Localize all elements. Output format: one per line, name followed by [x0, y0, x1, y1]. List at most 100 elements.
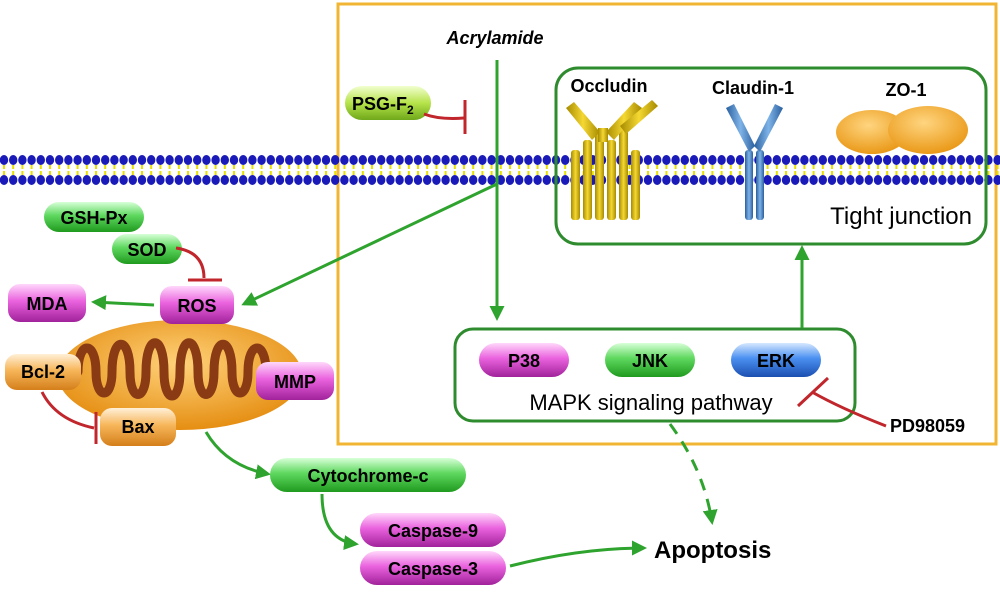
membrane-lipid-head — [662, 155, 671, 165]
membrane-lipid-head — [294, 155, 303, 165]
membrane-lipid-head — [708, 175, 717, 185]
mapk-label: MAPK signaling pathway — [529, 390, 772, 415]
membrane-lipid-head — [524, 175, 533, 185]
membrane-lipid-head — [846, 155, 855, 165]
membrane-lipid-head — [110, 155, 119, 165]
membrane-lipid-head — [450, 175, 459, 185]
membrane-lipid-head — [423, 155, 432, 165]
membrane-lipid-head — [331, 155, 340, 165]
tight-junction-box — [554, 66, 988, 246]
membrane-lipid-head — [818, 175, 827, 185]
membrane-lipid-head — [542, 175, 551, 185]
membrane-lipid-head — [91, 175, 101, 185]
membrane-lipid-head — [763, 175, 772, 185]
membrane-lipid-head — [147, 175, 156, 185]
membrane-lipid-head — [929, 175, 938, 185]
membrane-lipid-head — [699, 155, 708, 165]
membrane-lipid-head — [119, 155, 128, 165]
membrane-lipid-head — [266, 155, 275, 165]
membrane-lipid-head — [662, 175, 671, 185]
membrane-lipid-head — [524, 155, 533, 165]
membrane-lipid-head — [386, 155, 395, 165]
membrane-lipid-head — [827, 155, 837, 165]
membrane-lipid-head — [515, 175, 524, 185]
membrane-lipid-head — [248, 175, 257, 185]
membrane-lipid-head — [956, 175, 965, 185]
membrane-lipid-head — [257, 155, 266, 165]
membrane-lipid-head — [174, 155, 183, 165]
membrane-lipid-head — [128, 155, 137, 165]
mmp-label: MMP — [274, 372, 316, 392]
membrane-lipid-head — [956, 155, 965, 165]
membrane-lipid-head — [64, 155, 73, 165]
membrane-lipid-head — [708, 155, 717, 165]
membrane-lipid-head — [183, 175, 193, 185]
membrane-lipid-head — [404, 175, 413, 185]
membrane-lipid-head — [248, 155, 257, 165]
membrane-lipid-head — [441, 175, 450, 185]
membrane-lipid-head — [643, 175, 653, 185]
membrane-lipid-head — [459, 175, 469, 185]
membrane-lipid-head — [321, 155, 331, 165]
membrane-lipid-head — [165, 175, 174, 185]
membrane-lipid-head — [294, 175, 303, 185]
membrane-lipid-head — [441, 155, 450, 165]
membrane-lipid-head — [883, 155, 892, 165]
membrane-lipid-head — [174, 175, 183, 185]
membrane-lipid-head — [386, 175, 395, 185]
membrane-lipid-head — [91, 155, 101, 165]
membrane-lipid-head — [137, 175, 147, 185]
membrane-lipid-head — [947, 175, 956, 185]
caspase-3-node — [360, 551, 506, 585]
membrane-lipid-head — [781, 155, 791, 165]
membrane-lipid-head — [653, 175, 662, 185]
membrane-lipid-head — [377, 175, 386, 185]
membrane-lipid-head — [377, 155, 386, 165]
membrane-lipid-head — [469, 155, 478, 165]
membrane-lipid-head — [450, 155, 459, 165]
membrane-lipid-head — [735, 175, 745, 185]
membrane-lipid-head — [469, 175, 478, 185]
membrane-lipid-head — [101, 155, 110, 165]
membrane-lipid-head — [533, 175, 542, 185]
membrane-lipid-head — [726, 175, 735, 185]
cytochrome-to-caspase-arrow — [320, 493, 359, 551]
membrane-lipid-head — [717, 155, 726, 165]
membrane-lipid-head — [717, 175, 726, 185]
membrane-lipid-head — [193, 175, 202, 185]
membrane-lipid-head — [892, 155, 901, 165]
membrane-lipid-head — [202, 175, 211, 185]
membrane-lipid-head — [36, 175, 45, 185]
membrane-lipid-head — [689, 175, 699, 185]
membrane-lipid-head — [27, 175, 36, 185]
membrane-lipid-head — [220, 155, 229, 165]
membrane-lipid-head — [864, 175, 873, 185]
membrane-lipid-head — [938, 175, 947, 185]
membrane-lipid-head — [413, 155, 423, 165]
membrane-lipid-head — [533, 155, 542, 165]
claudin-1-icon — [726, 104, 783, 220]
membrane-lipid-head — [883, 175, 892, 185]
membrane-lipid-head — [938, 155, 947, 165]
bax-label: Bax — [121, 417, 154, 437]
membrane-lipid-head — [864, 155, 873, 165]
membrane-lipid-head — [947, 155, 956, 165]
membrane-lipid-head — [128, 175, 137, 185]
membrane-lipid-head — [726, 155, 735, 165]
psg-f2-node — [345, 86, 431, 120]
membrane-lipid-head — [827, 175, 837, 185]
membrane-lipid-head — [809, 175, 818, 185]
membrane-lipid-head — [653, 155, 662, 165]
membrane-lipid-head — [275, 155, 285, 165]
psg-inhibition-line — [423, 112, 465, 120]
membrane-lipid-head — [901, 155, 910, 165]
membrane-lipid-head — [73, 175, 82, 185]
membrane-lipid-head — [156, 175, 165, 185]
membrane-lipid-head — [496, 175, 505, 185]
mitochondrion-icon — [58, 320, 302, 430]
psg-f2-label: PSG-F2 — [352, 94, 414, 117]
membrane-lipid-head — [478, 155, 487, 165]
zo-1-label: ZO-1 — [885, 80, 926, 100]
bax-to-cytochrome-arrow — [204, 431, 271, 480]
